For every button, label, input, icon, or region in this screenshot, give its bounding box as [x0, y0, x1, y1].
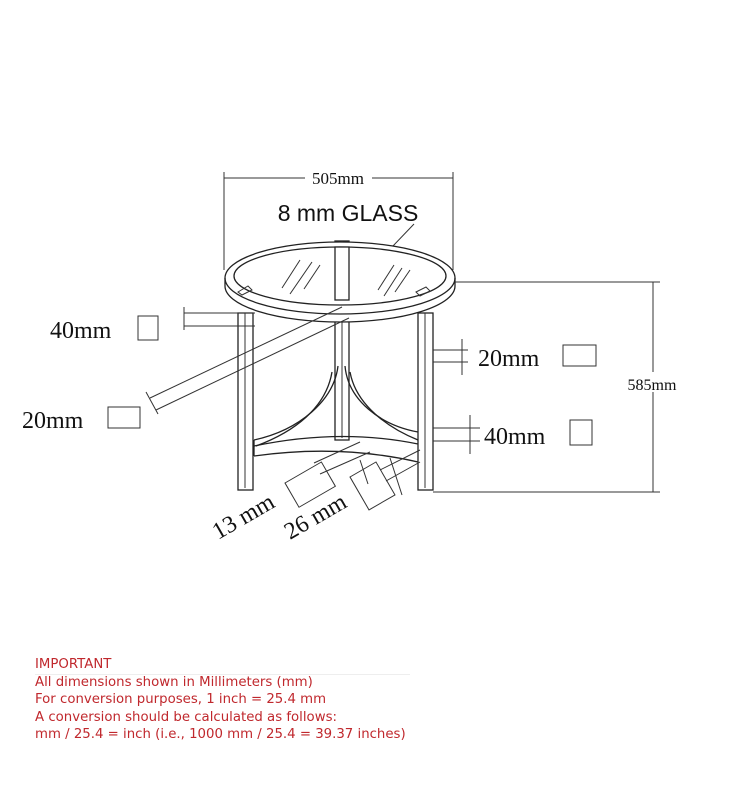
note-line: All dimensions shown in Millimeters (mm) [35, 674, 313, 690]
divider [35, 674, 410, 675]
note-line: mm / 25.4 = inch (i.e., 1000 mm / 25.4 =… [35, 727, 406, 743]
shelf-thin-label: 13 mm [208, 489, 280, 545]
diagonal-callout: 20mm [22, 306, 350, 434]
important-notes: IMPORTANT All dimensions shown in Millim… [35, 656, 410, 744]
lower-frame-callout: 40mm [433, 415, 593, 454]
top-ring [224, 241, 456, 323]
leg-label: 20mm [478, 346, 540, 372]
note-line: For conversion purposes, 1 inch = 25.4 m… [35, 692, 327, 708]
height-label: 585mm [628, 377, 677, 394]
top-frame-callout: 40mm [50, 307, 255, 344]
glass-label: 8 mm GLASS [278, 200, 419, 226]
width-dimension: 505mm [223, 169, 454, 270]
rect-profile-icon [107, 406, 141, 429]
notes-heading: IMPORTANT [35, 657, 112, 672]
leg-callout: 20mm [433, 339, 597, 375]
square-profile-icon [569, 419, 593, 446]
rect-profile-icon [284, 461, 337, 508]
top-frame-label: 40mm [50, 318, 112, 344]
glass-hatch [281, 259, 411, 297]
rect-profile-icon [349, 461, 396, 511]
square-profile-icon [137, 315, 159, 341]
note-line: A conversion should be calculated as fol… [35, 709, 337, 725]
rect-profile-icon [562, 344, 597, 367]
height-dimension: 585mm [433, 281, 677, 493]
lower-frame-label: 40mm [484, 424, 546, 450]
diagonal-label: 20mm [22, 408, 84, 434]
lower-shelf [253, 365, 419, 463]
width-label: 505mm [312, 169, 364, 188]
